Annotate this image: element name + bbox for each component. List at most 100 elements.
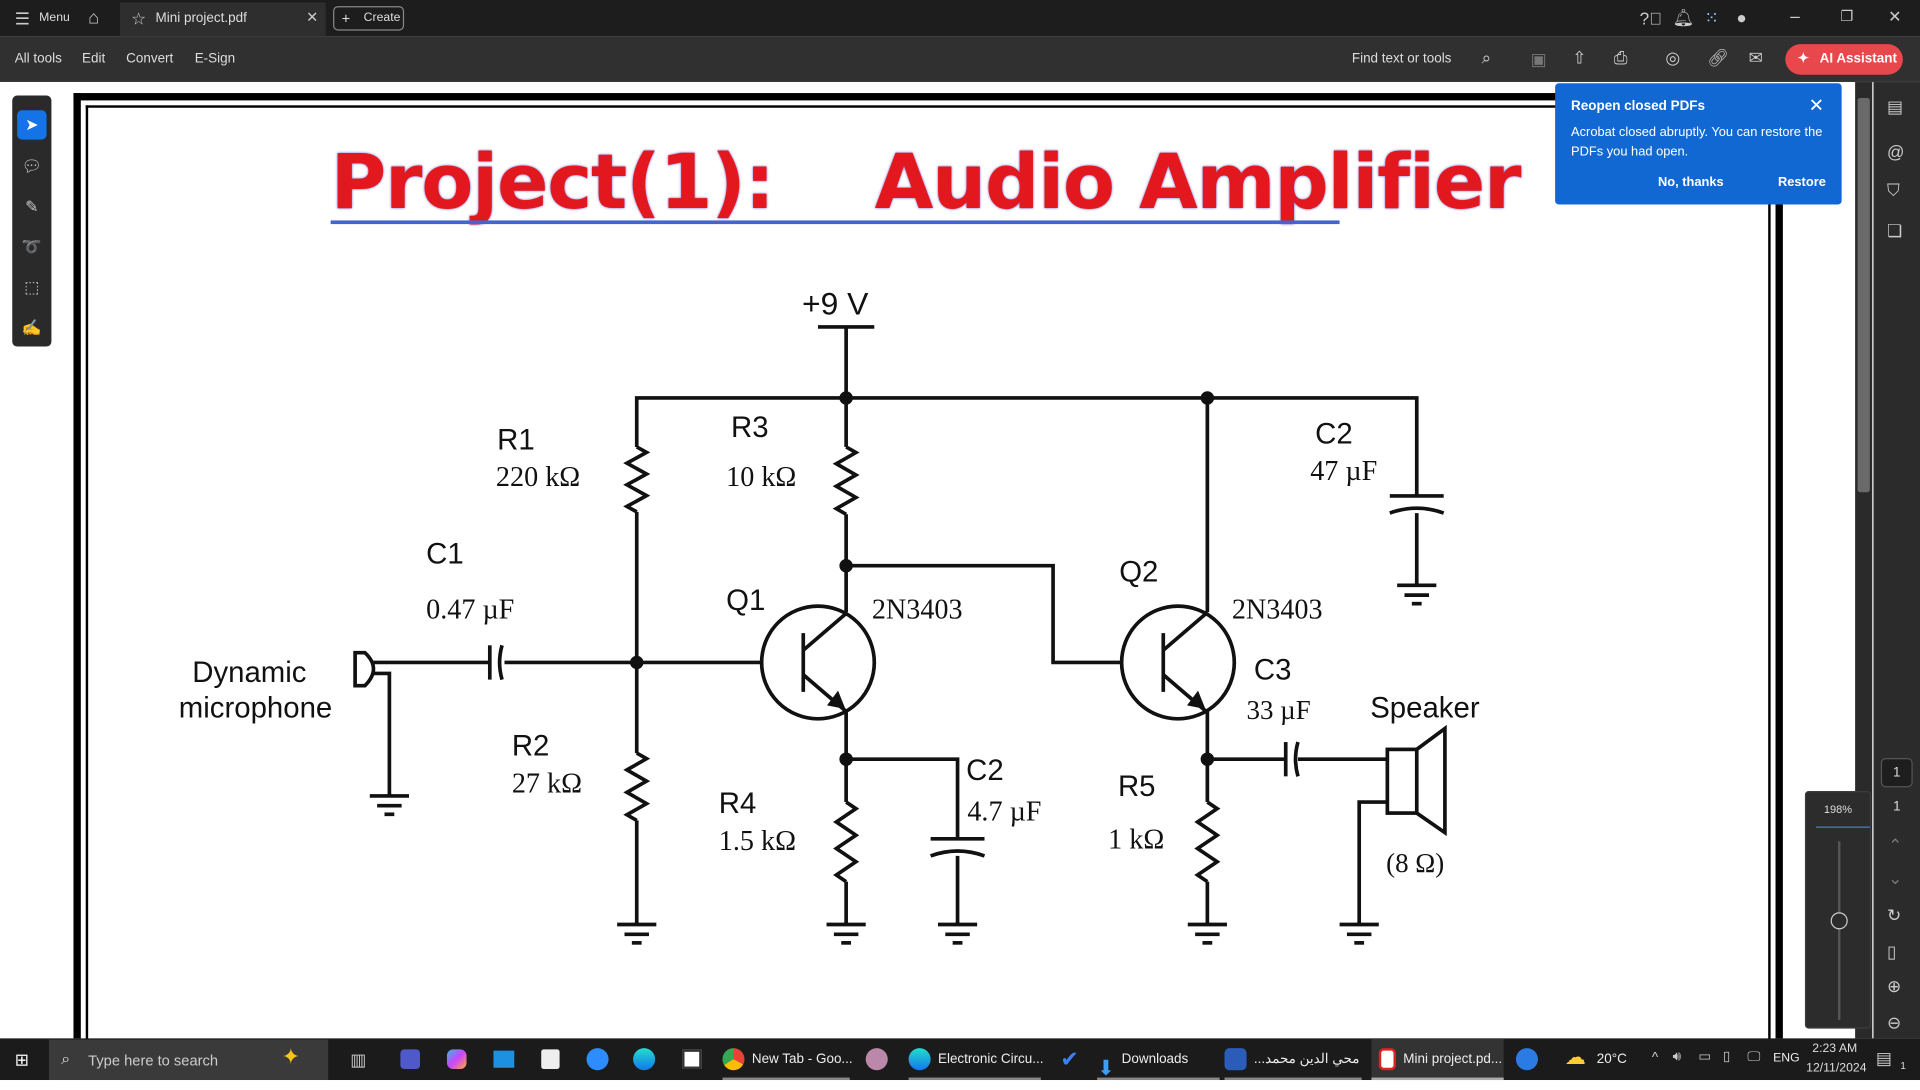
notification-icon[interactable]: ▤ [1875,1048,1893,1068]
label-r3: R3 [731,411,769,444]
ai-summary-icon[interactable]: ▤ [1886,96,1904,117]
zoom-slider[interactable] [1837,841,1841,1021]
restore-button[interactable]: Restore [1777,175,1826,190]
menu-button[interactable]: Menu [39,11,70,25]
taskbar-search[interactable]: ⌕ Type here to search ✦ [48,1039,329,1081]
mail-icon[interactable] [493,1050,515,1068]
help-icon[interactable]: ?⃝ [1639,8,1663,29]
network-icon[interactable]: 🖵 [1747,1049,1761,1065]
actual-size-icon[interactable]: ▯ [1886,941,1897,962]
speaker-symbol [1385,747,1419,815]
label-vcc: +9 V [802,286,869,322]
comment-tool-icon[interactable]: 💬︎ [21,156,42,176]
app-label: Mini project.pd... [1403,1051,1503,1067]
volume-icon[interactable]: 🔊︎ [1672,1049,1682,1065]
close-icon[interactable]: ✕ [1888,7,1902,26]
taskbar-app-acrobat[interactable]: Mini project.pd... [1371,1038,1504,1081]
bell-icon[interactable]: 🔔︎ [1672,7,1695,27]
windows-start-icon[interactable]: ⊞ [14,1049,30,1069]
restore-icon[interactable]: ❐ [1840,7,1854,25]
emitter-arrow [1186,690,1206,710]
create-button[interactable]: +Create [333,6,405,31]
app-label: Downloads [1121,1051,1189,1067]
ai-assistant-button[interactable]: ✦AI Assistant [1785,44,1903,75]
taskbar-app-downloads[interactable]: ⬇Downloads [1097,1038,1220,1080]
store-icon[interactable] [541,1049,560,1069]
minimize-icon[interactable]: – [1790,6,1800,26]
label-q1-part: 2N3403 [872,594,963,625]
emitter-arrow [826,690,846,710]
account-icon[interactable]: ● [1736,7,1747,27]
taskbar-app-word[interactable]: ...محي الدين محمد [1224,1038,1362,1081]
print-icon[interactable]: ⎙ [1613,47,1628,68]
word-icon [1224,1048,1247,1071]
temperature[interactable]: 20°C [1596,1051,1627,1067]
battery-icon[interactable]: ▭ [1698,1049,1712,1065]
help-app-icon[interactable] [1515,1048,1538,1071]
label-c2-top: C2 [1315,417,1353,450]
tab-mini-project[interactable] [120,2,326,37]
paint-icon[interactable] [865,1048,888,1071]
next-page-icon[interactable]: ⌄ [1888,868,1903,888]
language-indicator[interactable]: ENG [1773,1051,1800,1066]
draw-tool-icon[interactable]: ➰ [21,237,42,256]
notion-icon[interactable] [682,1049,702,1069]
highlight-tool-icon[interactable]: ✎ [25,197,39,216]
star-icon[interactable]: ☆ [131,8,147,29]
menu-all-tools[interactable]: All tools [14,51,62,67]
resistor-r3 [832,445,860,516]
clock-date[interactable]: 12/11/2024 [1806,1061,1867,1076]
prev-page-icon[interactable]: ⌃ [1888,835,1903,855]
page-number-input[interactable]: 1 [1880,757,1913,788]
transistor-q2 [1162,612,1208,652]
label-r5-val: 1 kΩ [1108,825,1164,856]
home-icon[interactable]: ⌂ [88,7,100,29]
label-r4-val: 1.5 kΩ [719,826,796,857]
camera-icon[interactable]: ▯ [1722,1049,1731,1065]
menu-edit[interactable]: Edit [82,51,106,67]
copilot-icon[interactable] [446,1049,467,1069]
upload-icon[interactable]: ⇧ [1572,47,1587,68]
menu-icon[interactable]: ☰ [14,8,31,29]
task-view-icon[interactable]: ▥ [350,1049,367,1069]
taskbar-app-chrome[interactable]: New Tab - Goo... [722,1038,853,1081]
zoom-out-icon[interactable]: ⊖ [1886,1012,1902,1033]
bookmark-icon[interactable]: ⛉ [1886,180,1900,200]
email-icon[interactable]: ✉ [1748,47,1763,68]
share-icon[interactable]: ◎ [1665,47,1681,68]
no-thanks-button[interactable]: No, thanks [1657,175,1724,190]
zoom-popup: 198% [1804,791,1872,1029]
toast-close-icon[interactable]: ✕ [1808,95,1824,117]
link-icon[interactable]: 🔗︎ [1706,47,1729,68]
find-text-button[interactable]: Find text or tools [1351,51,1452,67]
transistor-q2 [1119,604,1237,721]
resistor-r2 [623,751,651,823]
zoom-slider-handle[interactable] [1830,912,1848,930]
teams-icon[interactable] [400,1049,421,1069]
menu-esign[interactable]: E-Sign [194,51,236,67]
edge-icon[interactable] [633,1048,656,1071]
capacitor-c1 [497,644,504,681]
weather-icon[interactable]: ☁ [1564,1045,1586,1069]
resistor-r5 [1194,800,1221,884]
apps-icon[interactable]: ⁙ [1704,7,1719,27]
scrollbar-thumb[interactable] [1857,97,1870,493]
search-icon[interactable]: ⌕ [1481,47,1492,68]
pages-icon[interactable]: ❏ [1886,220,1903,241]
rotate-icon[interactable]: ↻ [1886,904,1902,925]
clock-time[interactable]: 2:23 AM [1812,1042,1858,1056]
taskbar-app-edge[interactable]: Electronic Circu... [908,1038,1044,1081]
text-select-tool-icon[interactable]: ⬚ [24,277,40,297]
select-tool-icon[interactable]: ➤ [17,110,47,140]
save-icon[interactable]: ▣ [1530,48,1547,69]
page-border [85,105,1771,1049]
todo-icon[interactable]: ✔ [1060,1046,1079,1072]
reopen-toast: Reopen closed PDFs ✕ Acrobat closed abru… [1555,83,1842,205]
zoom-in-icon[interactable]: ⊕ [1886,975,1902,996]
tab-close-icon[interactable]: ✕ [306,8,319,26]
zoom-app-icon[interactable] [586,1048,609,1071]
tray-chevron-icon[interactable]: ^ [1651,1050,1659,1066]
menu-convert[interactable]: Convert [126,51,174,67]
sign-tool-icon[interactable]: ✍ [21,318,42,337]
comments-icon[interactable]: @ [1886,142,1905,162]
